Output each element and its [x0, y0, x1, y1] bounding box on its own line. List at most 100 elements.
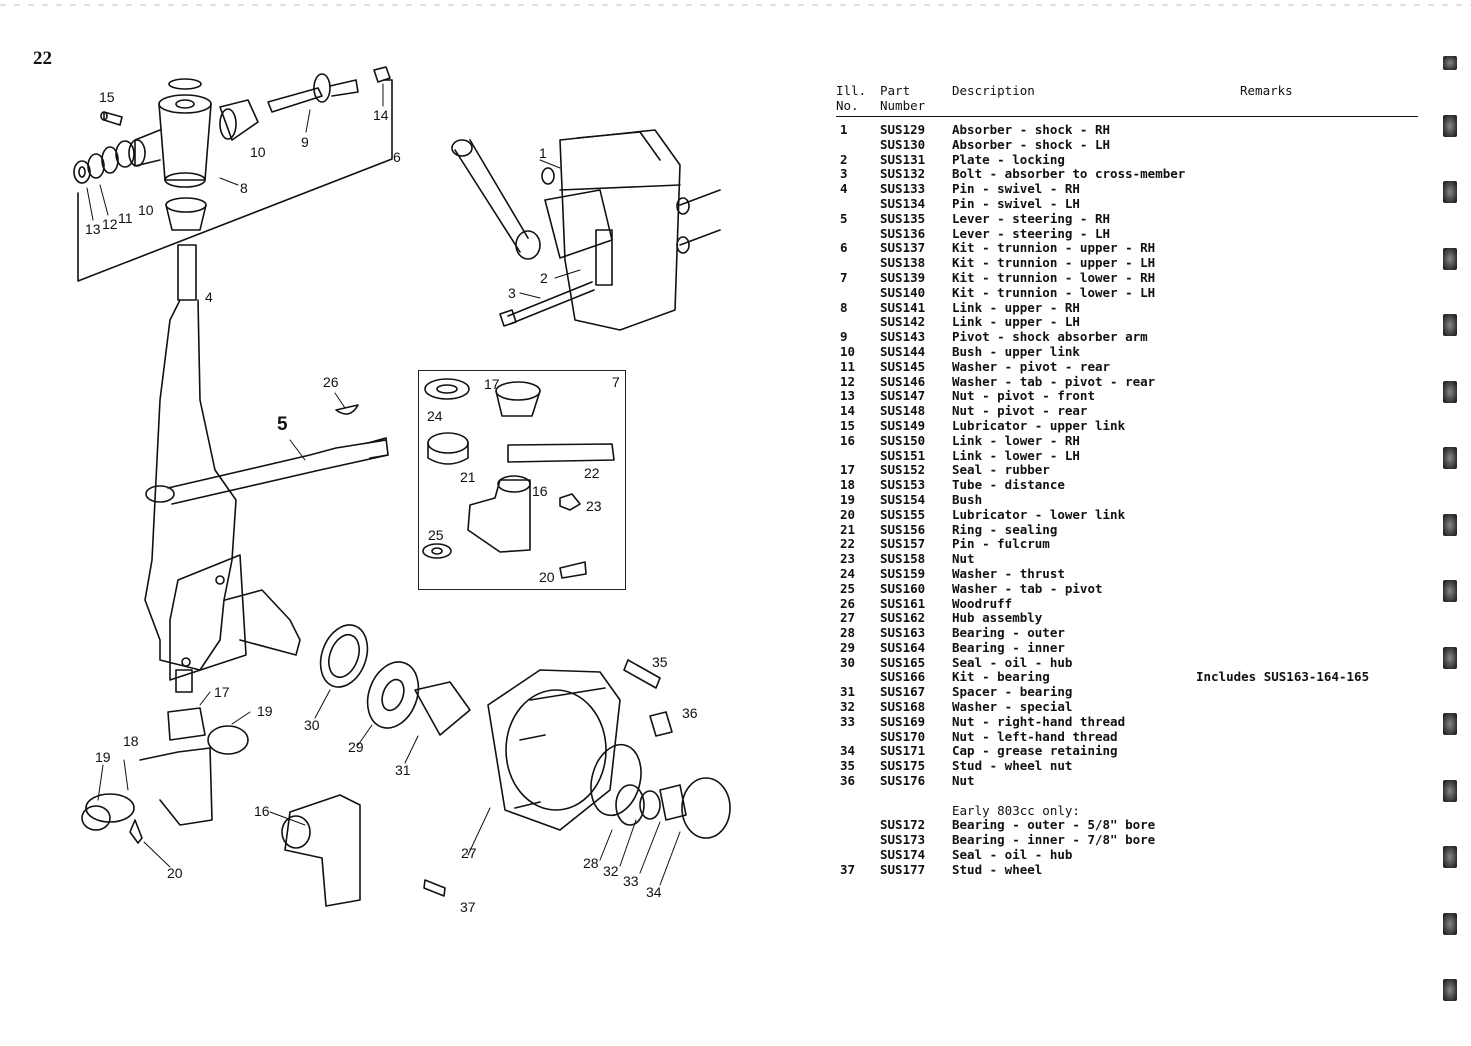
description: Bearing - outer - 5/8" bore: [952, 817, 1156, 833]
part-number: SUS166: [880, 669, 926, 685]
part-number: SUS160: [880, 580, 926, 596]
callout-28: 28: [583, 855, 599, 871]
ill-number: 14: [840, 403, 856, 419]
callout-27: 27: [461, 845, 477, 861]
ill-number: [836, 256, 880, 271]
description: Ring - sealing: [952, 521, 1058, 537]
remarks: [1196, 656, 1418, 671]
part-number: SUS171: [880, 743, 926, 759]
callout-17: 17: [214, 684, 230, 700]
ill-number: 13: [840, 388, 856, 404]
callout-37: 37: [460, 899, 476, 915]
description: Washer - special: [952, 699, 1073, 715]
callout-20: 20: [167, 865, 183, 881]
hub-assembly: [319, 624, 731, 839]
description: Bearing - inner: [952, 639, 1065, 655]
description: Nut: [952, 773, 975, 789]
remarks: [1196, 478, 1418, 493]
callout-30: 30: [304, 717, 320, 733]
ill-number: 20: [840, 506, 856, 522]
callout-16: 16: [254, 803, 270, 819]
description: Link - lower - LH: [952, 447, 1080, 463]
exploded-diagram: 15 14 10 9 6 8 10 11 12 13 4 1 2 3 26 5 …: [73, 66, 731, 915]
upper-bush: [219, 99, 259, 141]
part-number: SUS132: [880, 166, 926, 182]
part-number: SUS159: [880, 565, 926, 581]
remarks: [1196, 626, 1418, 641]
description: Absorber - shock - LH: [952, 136, 1111, 152]
remarks: [1196, 611, 1418, 626]
part-number: SUS163: [880, 625, 926, 641]
description: Seal - rubber: [952, 462, 1050, 478]
callout-5: 5: [277, 414, 288, 435]
part-number: SUS154: [880, 491, 926, 507]
upper-seal: [165, 197, 207, 231]
lower-trunnion-parts: [81, 707, 361, 907]
callout-23: 23: [586, 498, 602, 514]
part-number: SUS137: [880, 240, 926, 256]
remarks: [1196, 641, 1418, 656]
ill-number: [836, 286, 880, 301]
callout-3: 3: [508, 285, 516, 301]
ill-number: 16: [840, 432, 856, 448]
callout-26: 26: [323, 374, 339, 390]
ill-number: [836, 818, 880, 833]
part-number: SUS129: [880, 122, 926, 137]
wheel-nut: [649, 711, 673, 737]
ill-number: 33: [840, 713, 856, 729]
ill-number: 17: [840, 462, 856, 478]
upper-link-part: [128, 78, 212, 188]
description: Bearing - inner - 7/8" bore: [952, 832, 1156, 848]
description: Seal - oil - hub: [952, 654, 1073, 670]
callout-35: 35: [652, 654, 668, 670]
description: Washer - thrust: [952, 565, 1065, 581]
wheel-stud: [423, 879, 446, 897]
description: Stud - wheel nut: [952, 758, 1073, 774]
header-remarks: Remarks: [1240, 83, 1293, 98]
description: Tube - distance: [952, 477, 1065, 493]
remarks: [1196, 375, 1418, 390]
description: Bush - upper link: [952, 343, 1080, 359]
part-number: SUS150: [880, 432, 926, 448]
description: Bolt - absorber to cross-member: [952, 166, 1186, 182]
callout-16-kit: 16: [532, 483, 548, 499]
description: Seal - oil - hub: [952, 847, 1073, 863]
description: Pivot - shock absorber arm: [952, 329, 1148, 345]
description: Kit - trunnion - lower - RH: [952, 269, 1156, 285]
edge-tab: [1443, 181, 1457, 203]
remarks: [1196, 730, 1418, 745]
remarks: [1196, 227, 1418, 242]
callout-34: 34: [646, 884, 662, 900]
header-description: Description: [952, 83, 1035, 98]
ill-number: [836, 449, 880, 464]
description: Lubricator - lower link: [952, 506, 1126, 522]
part-number: SUS155: [880, 506, 926, 522]
ill-number: [836, 670, 880, 685]
part-number: SUS133: [880, 181, 926, 197]
callout-18: 18: [123, 733, 139, 749]
edge-tab: [1443, 713, 1457, 735]
ill-number: 7: [840, 269, 848, 285]
part-number: SUS176: [880, 773, 926, 789]
